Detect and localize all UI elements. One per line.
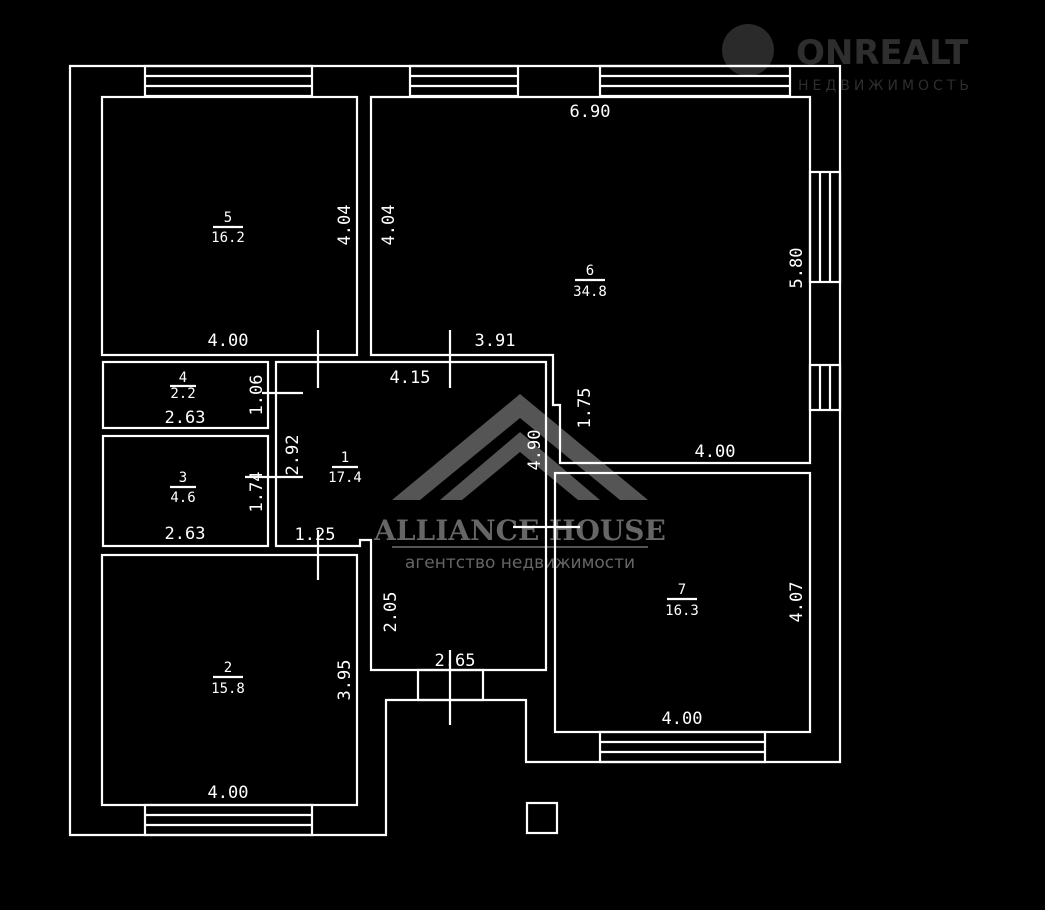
plan-line [808,363,842,412]
roof-logo-outer [392,394,648,500]
room-6-number: 6 [586,263,594,279]
plan-line [143,64,314,98]
window [408,64,520,98]
room-labels: 5 16.2 6 34.8 42.2 3 4.6 1 17.4 2 15.8 7 16.3 [170,210,699,697]
room-4-area: 2.2 [170,386,195,402]
window [598,730,767,764]
window [808,170,842,284]
dim-r4-width: 2.63 [165,408,206,428]
plan-line [143,803,314,837]
dim-r4-height: 1.06 [247,375,267,416]
location-pin-icon [722,24,774,76]
plan-line [392,546,648,548]
dim-r6-top: 6.90 [570,102,611,122]
window [808,363,842,412]
dim-hall-inner: 2.05 [381,592,401,633]
plan-line [808,170,842,284]
dim-hall-left: 2.92 [283,435,303,476]
room-6-area: 34.8 [573,284,607,300]
room-4-number: 4 [179,370,187,386]
dim-hall-top: 4.15 [390,368,431,388]
plan-line [408,64,520,98]
onrealt-watermark: ONREALT НЕДВИЖИМОСТЬ [722,24,973,94]
room-1-number: 1 [341,450,349,466]
door-markers [245,330,580,580]
room-3-outline [101,434,270,548]
dim-r6-left: 4.04 [379,205,399,246]
dim-r2-right: 3.95 [335,660,355,701]
dim-hall-right: 4.90 [525,430,545,471]
dim-hall-bottom-left: 1.25 [295,525,336,545]
alliance-house-watermark: ALLIANCE HOUSE агентство недвижимости [373,394,666,573]
dim-r6-step: 1.75 [575,388,595,429]
plan-line [598,64,792,98]
dim-r3-height: 1.74 [247,472,267,513]
room-7-number: 7 [678,582,686,598]
plan-line [598,730,767,764]
dim-r6-right: 5.80 [787,248,807,289]
roof-logo-inner [440,432,600,500]
window [598,64,792,98]
window [143,803,314,837]
dim-r5-bottom: 4.00 [208,331,249,351]
outdoor-column [525,801,559,835]
window [143,64,314,98]
dim-hall-bottom: 2.65 [435,651,476,671]
room-1-outline [274,360,548,672]
room-2-area: 15.8 [211,681,245,697]
entrance-door [416,650,485,725]
onrealt-tagline: НЕДВИЖИМОСТЬ [798,78,973,94]
room-2-number: 2 [224,660,232,676]
dim-r7-right: 4.07 [787,582,807,623]
dim-r5-right: 4.04 [335,205,355,246]
room-2-outline [100,553,359,807]
room-5-area: 16.2 [211,230,245,246]
room-4-outline [101,360,270,430]
alliance-house-tagline: агентство недвижимости [405,553,635,573]
dim-r6-bottom-left: 3.91 [475,331,516,351]
room-3-number: 3 [179,470,187,486]
room-1-area: 17.4 [328,470,362,486]
dim-r7-bottom: 4.00 [662,709,703,729]
dim-r3-width: 2.63 [165,524,206,544]
dim-r2-bottom: 4.00 [208,783,249,803]
room-5-number: 5 [224,210,232,226]
dim-r6-bottom-right: 4.00 [695,442,736,462]
room-3-area: 4.6 [170,490,195,506]
room-7-area: 16.3 [665,603,699,619]
alliance-house-name: ALLIANCE HOUSE [373,514,666,547]
windows [143,64,842,837]
dimension-labels: 6.90 5.80 4.04 3.91 4.00 1.75 4.04 4.00 … [165,102,807,803]
